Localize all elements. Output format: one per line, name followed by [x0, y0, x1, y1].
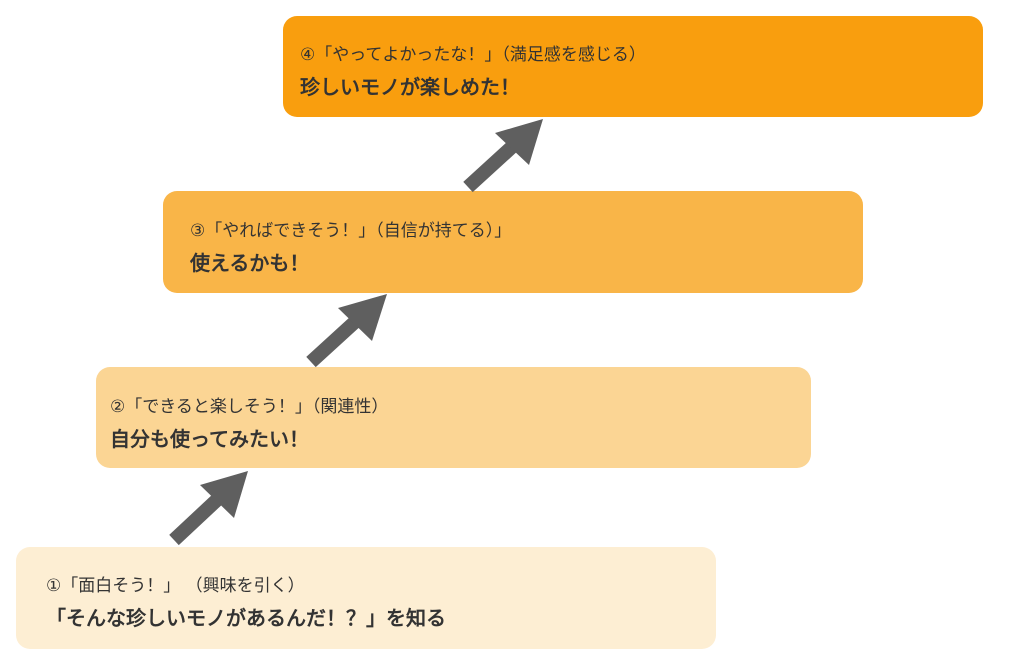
- arrow-step-1-to-2-icon: [169, 471, 248, 546]
- step-3-caption: ③「やればできそう！」（自信が持てる）」: [190, 221, 512, 241]
- step-1-caption: ①「面白そう！」 （興味を引く）: [46, 576, 305, 596]
- step-4-caption: ④「やってよかったな！」（満足感を感じる）: [300, 45, 646, 65]
- step-3-box: ③「やればできそう！」（自信が持てる）」 使えるかも！: [163, 191, 863, 293]
- step-1-box: ①「面白そう！」 （興味を引く） 「そんな珍しいモノがあるんだ！？」を知る: [16, 547, 716, 649]
- step-2-caption: ②「できると楽しそう！」（関連性）: [110, 397, 389, 417]
- step-2-headline: 自分も使ってみたい！: [110, 427, 309, 451]
- step-1-headline: 「そんな珍しいモノがあるんだ！？」を知る: [46, 606, 446, 630]
- step-2-box: ②「できると楽しそう！」（関連性） 自分も使ってみたい！: [96, 367, 811, 468]
- step-3-headline: 使えるかも！: [190, 251, 310, 275]
- step-4-headline: 珍しいモノが楽しめた！: [300, 75, 520, 99]
- arrow-step-2-to-3-icon: [306, 294, 387, 368]
- arrow-step-3-to-4-icon: [463, 119, 543, 193]
- step-4-box: ④「やってよかったな！」（満足感を感じる） 珍しいモノが楽しめた！: [283, 16, 983, 117]
